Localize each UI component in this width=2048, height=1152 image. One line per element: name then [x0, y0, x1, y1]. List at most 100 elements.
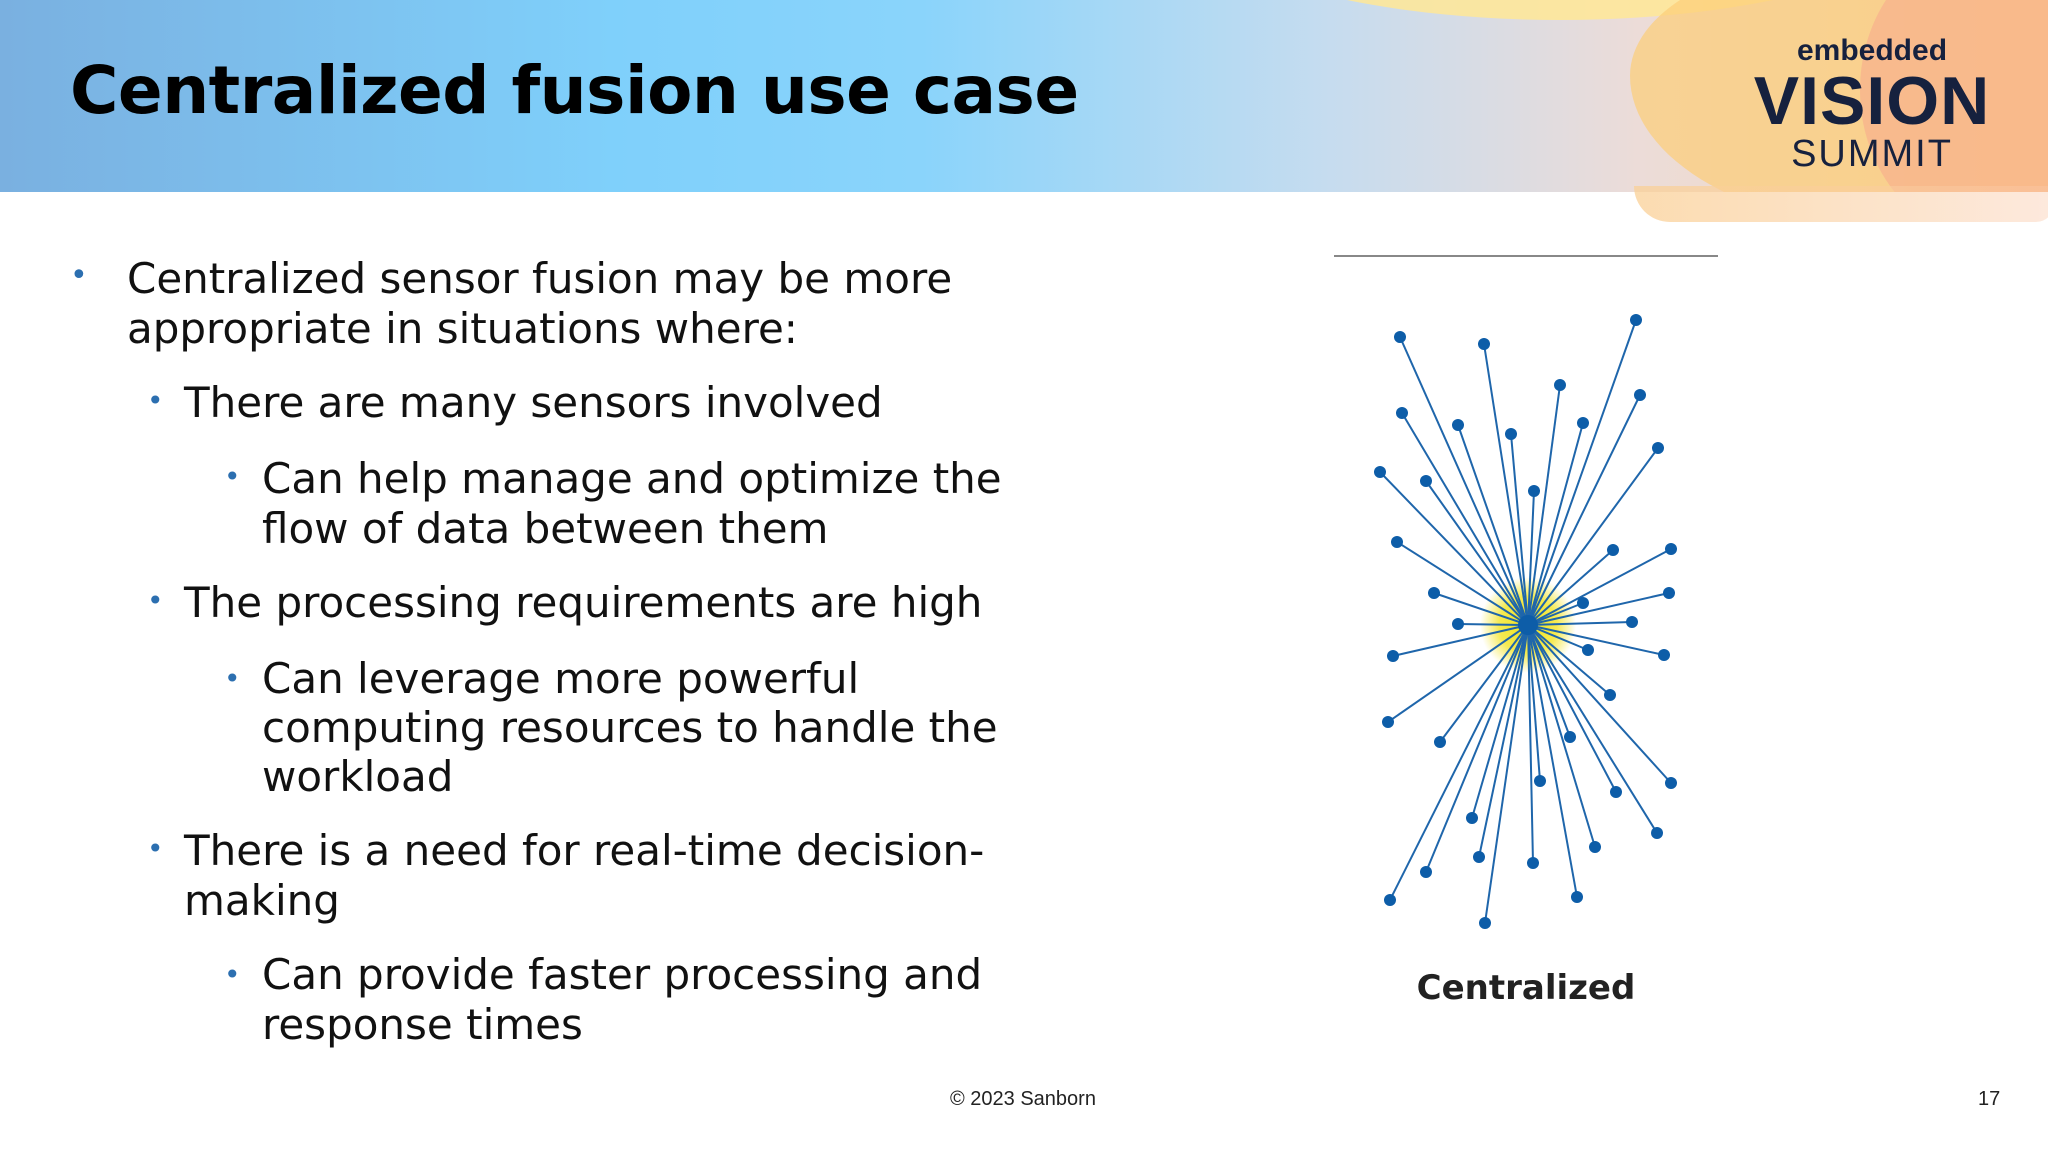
sensor-node [1478, 338, 1490, 350]
sensor-node [1384, 894, 1396, 906]
sensor-node [1382, 716, 1394, 728]
sensor-node [1665, 777, 1677, 789]
sensor-spoke [1527, 490, 1535, 626]
sensor-node [1505, 428, 1517, 440]
bullet-text: The processing requirements are high [184, 578, 983, 627]
bullet-text: There is a need for real-time decision- [184, 826, 985, 875]
diagram-divider [1334, 255, 1718, 257]
sensor-spoke [1433, 592, 1529, 626]
bullet-icon: • [147, 584, 164, 617]
sensor-spokes [1379, 319, 1672, 924]
sensor-node [1665, 543, 1677, 555]
sensor-spoke [1527, 422, 1584, 626]
sensor-node [1528, 485, 1540, 497]
sensor-spoke [1527, 624, 1534, 864]
sensor-node [1473, 851, 1485, 863]
sensor-spoke [1396, 541, 1529, 626]
sensor-node [1610, 786, 1622, 798]
sensor-spoke [1425, 480, 1529, 626]
sensor-node [1452, 618, 1464, 630]
bullet-icon: • [147, 384, 164, 417]
sensor-node [1564, 731, 1576, 743]
bullet-text: Can help manage and optimize the [262, 454, 1002, 503]
sensor-node [1663, 587, 1675, 599]
sensor-spoke [1387, 624, 1529, 723]
sensor-node [1420, 866, 1432, 878]
sensor-spoke [1527, 621, 1633, 626]
sensor-spoke [1471, 624, 1529, 819]
bullet-text: making [184, 876, 340, 925]
sensor-node [1420, 475, 1432, 487]
sensor-node [1466, 812, 1478, 824]
sensor-spoke [1399, 336, 1529, 626]
footer-copyright: © 2023 Sanborn [950, 1088, 1096, 1110]
bullet-text: computing resources to handle the [262, 703, 998, 752]
sensor-spoke [1425, 624, 1529, 873]
bullet-text: appropriate in situations where: [127, 304, 798, 353]
sensor-spoke [1527, 624, 1658, 834]
sensor-spoke [1483, 343, 1529, 626]
sensor-spoke [1527, 624, 1589, 651]
sensor-spoke [1527, 549, 1614, 626]
bullet-text: workload [262, 752, 454, 801]
bullet-text: Centralized sensor fusion may be more [127, 254, 953, 303]
sensor-spoke [1527, 384, 1561, 626]
header-banner [0, 0, 2048, 192]
sensor-node [1428, 587, 1440, 599]
sensor-spoke [1379, 471, 1529, 626]
sensor-spoke [1527, 624, 1611, 696]
bullet-icon: • [224, 662, 241, 695]
logo-text-middle: VISION [1753, 63, 1991, 139]
bullet-icon: • [224, 460, 241, 493]
sensor-node [1658, 649, 1670, 661]
sensor-spoke [1527, 319, 1637, 626]
sensor-spoke [1392, 624, 1529, 657]
page-number: 17 [1978, 1088, 2001, 1110]
sensor-spoke [1527, 624, 1672, 784]
sensor-node [1607, 544, 1619, 556]
sensor-node [1396, 407, 1408, 419]
sensor-spoke [1389, 624, 1529, 901]
embedded-vision-summit-logo: embedded VISION SUMMIT [1752, 34, 1992, 174]
bullet-text: response times [262, 1000, 583, 1049]
sensor-node [1582, 644, 1594, 656]
sensor-node [1651, 827, 1663, 839]
sensor-node [1387, 650, 1399, 662]
sensor-spoke [1527, 624, 1541, 782]
sensor-spoke [1527, 548, 1672, 626]
header-decoration [1860, 0, 2048, 192]
sensor-spoke [1527, 624, 1617, 793]
diagram-caption: Centralized [1416, 968, 1636, 1008]
sensor-node [1434, 736, 1446, 748]
sensor-node [1391, 536, 1403, 548]
sensor-spoke [1510, 433, 1529, 626]
sensor-spoke [1478, 624, 1529, 858]
logo-text-bottom: SUMMIT [1791, 133, 1953, 175]
sensor-spoke [1527, 624, 1665, 656]
sensor-spoke [1527, 624, 1596, 848]
sensor-spoke [1527, 394, 1641, 626]
sensor-node [1554, 379, 1566, 391]
sensor-spoke [1457, 623, 1529, 626]
sensor-node [1374, 466, 1386, 478]
sensor-node [1571, 891, 1583, 903]
sensor-node [1589, 841, 1601, 853]
sensor-nodes [1374, 314, 1677, 929]
page-title: Centralized fusion use case [70, 52, 1079, 129]
sensor-node [1452, 419, 1464, 431]
sensor-spoke [1457, 424, 1529, 626]
sensor-node [1652, 442, 1664, 454]
sensor-spoke [1527, 624, 1571, 738]
sensor-node [1527, 857, 1539, 869]
sensor-node [1626, 616, 1638, 628]
hub-node [1518, 615, 1538, 635]
sensor-spoke [1439, 624, 1529, 743]
bullet-icon: • [70, 258, 88, 293]
sensor-node [1577, 597, 1589, 609]
sensor-spoke [1527, 592, 1670, 626]
sensor-node [1479, 917, 1491, 929]
bullet-icon: • [224, 958, 241, 991]
bullet-text: Can leverage more powerful [262, 654, 860, 703]
sensor-node [1634, 389, 1646, 401]
centralized-fusion-diagram [1374, 314, 1677, 929]
